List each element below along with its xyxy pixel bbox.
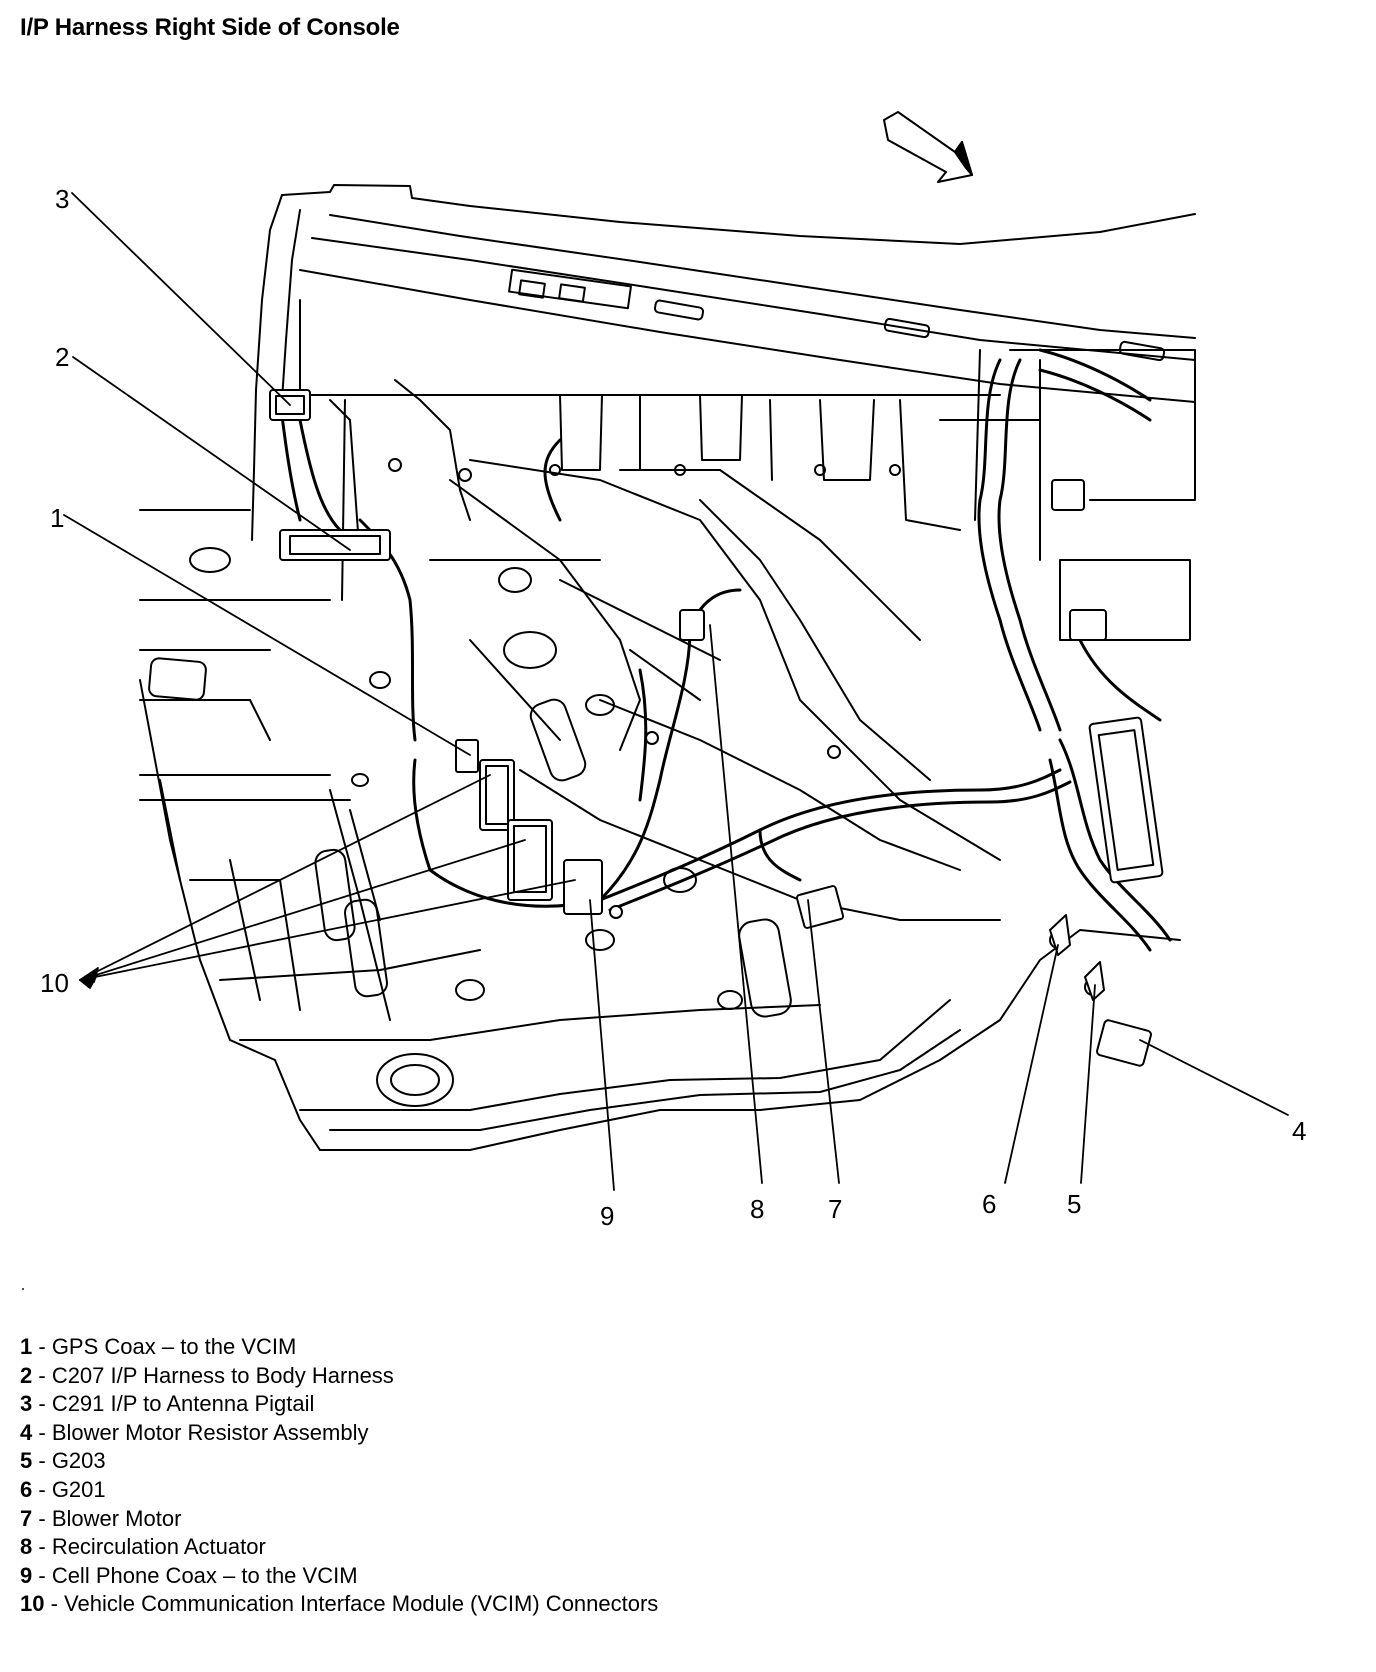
legend-item: 8 - Recirculation Actuator: [20, 1534, 266, 1560]
callout-10: 10: [40, 968, 69, 998]
legend-item: 3 - C291 I/P to Antenna Pigtail: [20, 1391, 315, 1417]
callout-8: 8: [750, 1194, 764, 1224]
legend-item: 1 - GPS Coax – to the VCIM: [20, 1334, 297, 1359]
leader-lines: [63, 192, 1289, 1191]
legend-item: 5 - G203: [20, 1448, 106, 1474]
callout-3: 3: [55, 184, 69, 214]
callout-6: 6: [982, 1189, 996, 1219]
legend-item: 9 - Cell Phone Coax – to the VCIM: [20, 1562, 358, 1588]
callout-7: 7: [828, 1194, 842, 1224]
callout-2: 2: [55, 342, 69, 372]
callout-labels: 3 2 1 10 4 5 6 7 8 9: [40, 184, 1306, 1231]
floor-pan: [139, 459, 1181, 1151]
connectors: [269, 389, 1164, 1067]
legend-item: 4 - Blower Motor Resistor Assembly: [20, 1419, 369, 1445]
legend-list: 1 - GPS Coax – to the VCIM 2 - C207 I/P …: [20, 1333, 658, 1619]
legend-item: 7 - Blower Motor: [20, 1505, 182, 1531]
callout-5: 5: [1067, 1189, 1081, 1219]
legend-item: 6 - G201: [20, 1476, 106, 1502]
wire-harness: [278, 348, 1172, 952]
stray-mark: [22, 1288, 24, 1290]
legend-item: 2 - C207 I/P Harness to Body Harness: [20, 1362, 394, 1388]
callout-9: 9: [600, 1201, 614, 1231]
page-title: I/P Harness Right Side of Console: [20, 14, 400, 41]
dash-panel: [251, 184, 1196, 641]
legend-item: 10 - Vehicle Communication Interface Mod…: [20, 1591, 659, 1617]
callout-1: 1: [50, 503, 64, 533]
callout-4: 4: [1292, 1116, 1306, 1146]
direction-arrow-icon: [883, 111, 973, 183]
harness-diagram: 3 2 1 10 4 5 6 7 8 9: [40, 111, 1306, 1231]
